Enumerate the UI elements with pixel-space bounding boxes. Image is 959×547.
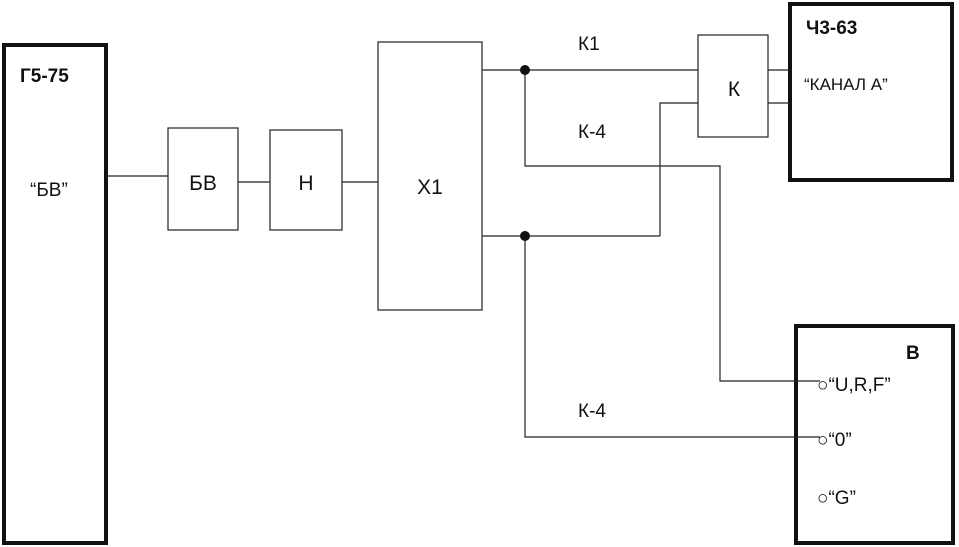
generator-device: Г5-75 “БВ” xyxy=(2,43,108,545)
generator-frame xyxy=(2,43,108,545)
voltmeter-frame xyxy=(794,324,955,545)
generator-title: Г5-75 xyxy=(20,66,69,87)
wiring xyxy=(106,69,820,438)
voltmeter-terminal-zero: ○“0” xyxy=(817,430,852,451)
junction-upper xyxy=(520,65,530,75)
block-x1-frame xyxy=(377,41,483,311)
cable-label-k1: К1 xyxy=(578,34,600,55)
wire-upper-to-voltmeter xyxy=(524,70,820,382)
voltmeter-device: В ○“U,R,F” ○“0” ○“G” xyxy=(794,324,955,545)
block-k-label: К xyxy=(728,78,741,101)
counter-title: Ч3-63 xyxy=(806,18,857,39)
block-k: К xyxy=(697,34,769,138)
block-x1: Х1 xyxy=(377,41,483,311)
block-bv-label: БВ xyxy=(189,172,217,195)
block-bv: БВ xyxy=(167,127,239,231)
cable-label-k4-upper: К-4 xyxy=(578,122,606,143)
block-k-frame xyxy=(697,34,769,138)
counter-channel-label: “КАНАЛ А” xyxy=(804,75,888,94)
block-n-frame xyxy=(269,129,343,231)
counter-frame xyxy=(788,2,954,182)
cable-label-k4-lower: К-4 xyxy=(578,401,606,422)
block-x1-label: Х1 xyxy=(417,176,443,199)
voltmeter-terminal-urf: ○“U,R,F” xyxy=(817,375,891,396)
block-n: Н xyxy=(269,129,343,231)
block-bv-frame xyxy=(167,127,239,231)
generator-port-label: “БВ” xyxy=(30,180,68,201)
wire-lower-to-voltmeter xyxy=(524,236,820,438)
block-n-label: Н xyxy=(298,172,313,195)
counter-device: Ч3-63 “КАНАЛ А” xyxy=(788,2,954,182)
voltmeter-title: В xyxy=(906,343,920,364)
wire-lower-to-k xyxy=(659,102,698,236)
voltmeter-terminal-g: ○“G” xyxy=(817,488,856,509)
junction-lower xyxy=(520,231,530,241)
